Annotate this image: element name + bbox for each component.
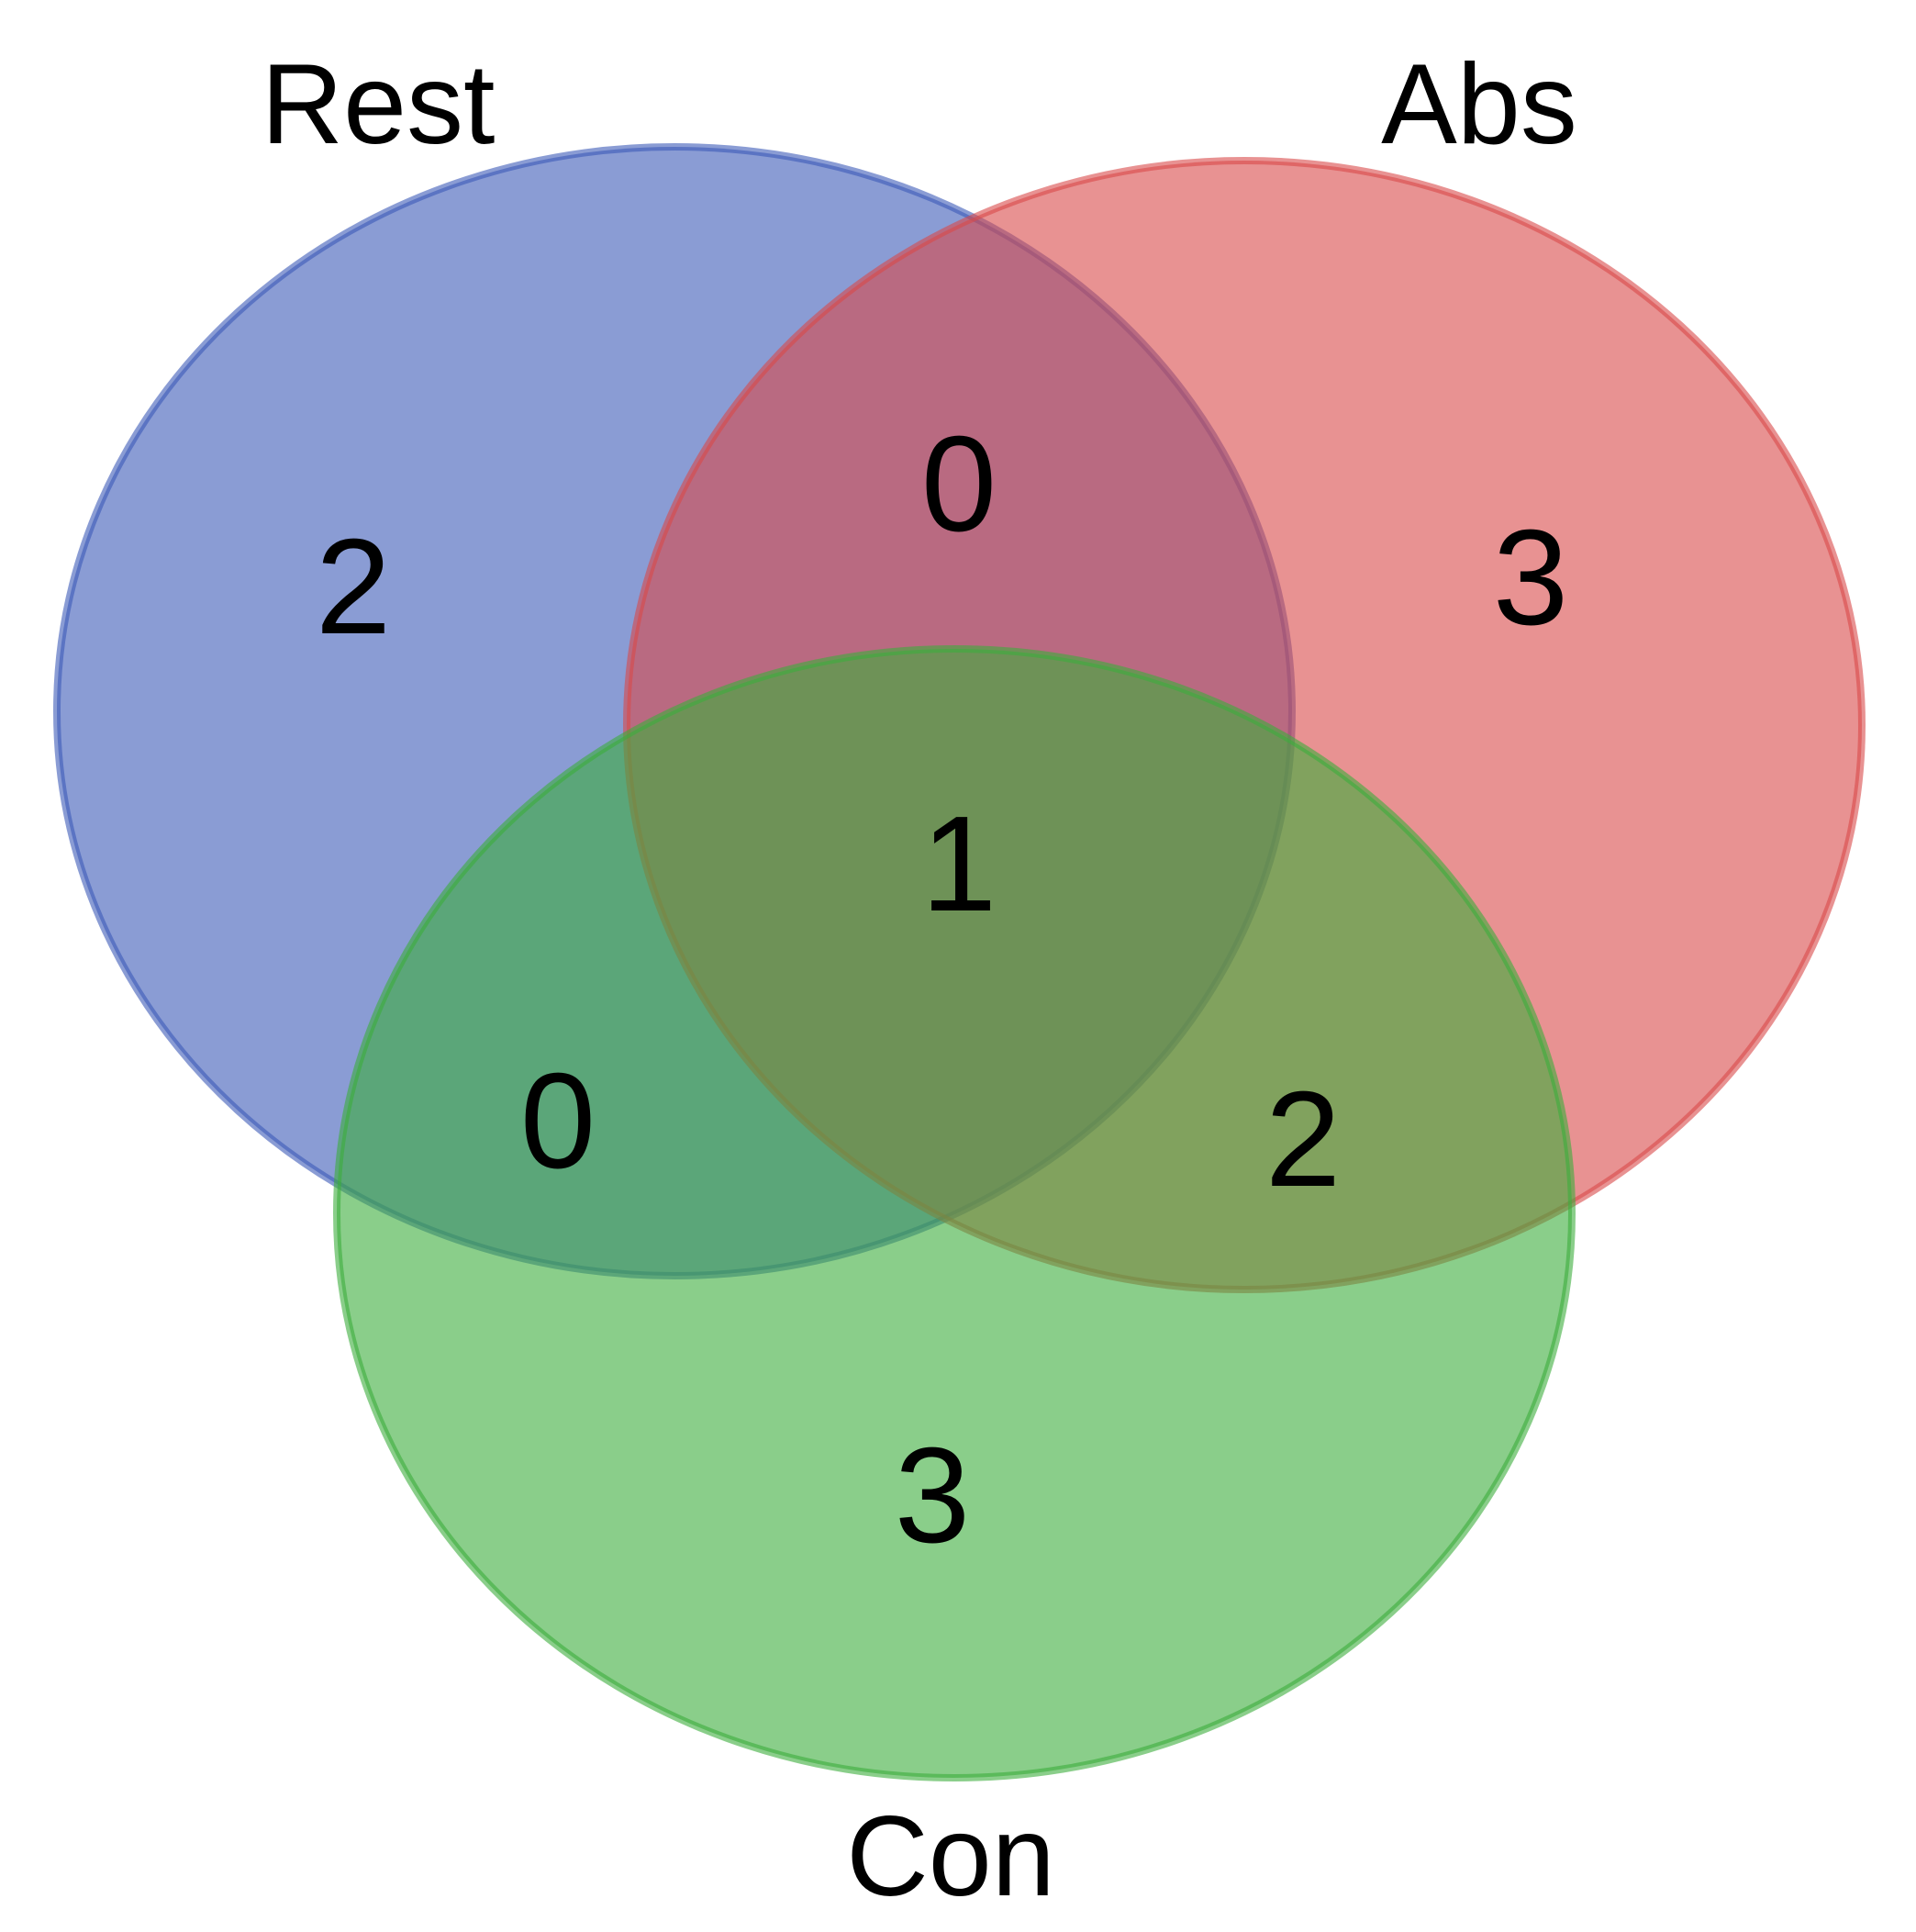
region-count-con-only: 3 bbox=[895, 1420, 970, 1571]
region-count-rest-abs: 0 bbox=[921, 408, 997, 560]
region-count-rest-con: 0 bbox=[520, 1045, 596, 1197]
region-count-abs-only: 3 bbox=[1493, 502, 1568, 653]
set-circles bbox=[53, 143, 1866, 1781]
set-labels: Rest Abs Con bbox=[262, 41, 1577, 1920]
region-counts: 2 3 3 0 0 2 1 bbox=[316, 408, 1568, 1571]
set-label-abs: Abs bbox=[1381, 41, 1577, 168]
region-count-all: 1 bbox=[921, 788, 997, 940]
set-label-rest: Rest bbox=[262, 41, 496, 168]
region-count-rest-only: 2 bbox=[316, 511, 391, 663]
set-label-con: Con bbox=[846, 1793, 1054, 1920]
region-count-abs-con: 2 bbox=[1265, 1064, 1341, 1215]
set-circle-con bbox=[333, 645, 1576, 1781]
